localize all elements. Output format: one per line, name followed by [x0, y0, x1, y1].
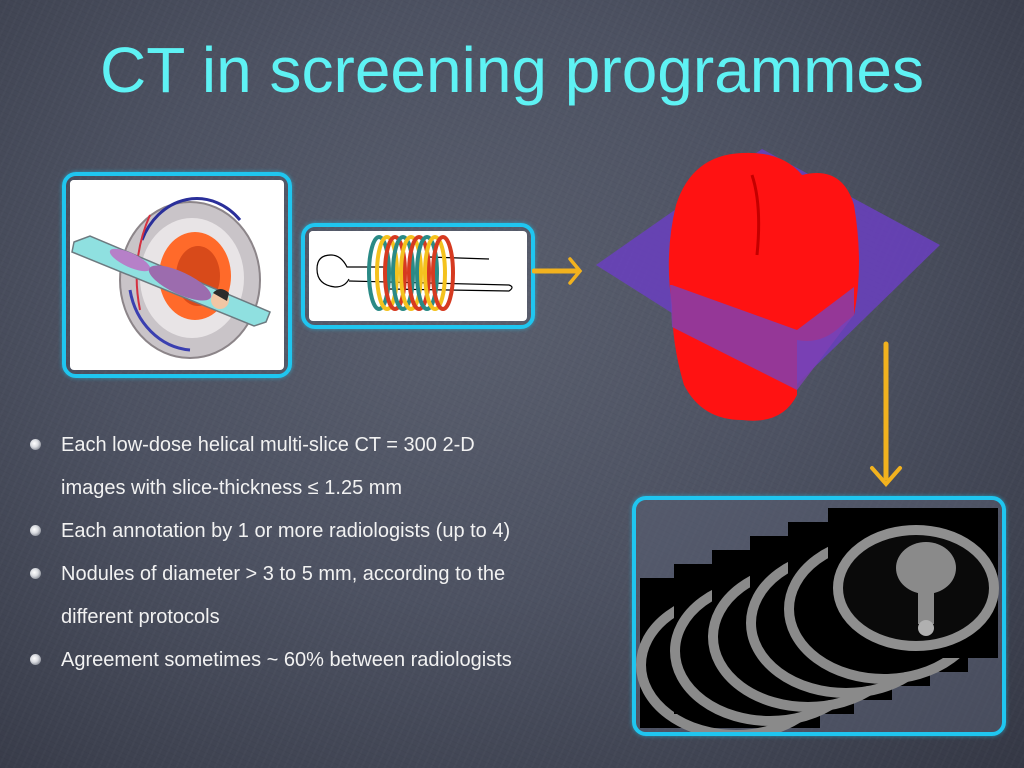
ct-slice-stack-image — [632, 496, 1006, 736]
bullet-item: Each annotation by 1 or more radiologist… — [30, 510, 630, 553]
bullet-text: Agreement sometimes ~ 60% between radiol… — [61, 649, 512, 671]
lung-3d-render-icon — [596, 149, 940, 421]
helical-slices-illustration-icon — [309, 231, 519, 313]
ct-scanner-illustration-icon — [70, 180, 276, 362]
bullet-text: Each low-dose helical multi-slice CT = 3… — [61, 434, 475, 456]
bullet-icon — [30, 525, 41, 536]
bullet-text: Nodules of diameter > 3 to 5 mm, accordi… — [61, 563, 506, 585]
ct-scanner-image — [62, 172, 292, 378]
bullet-text: images with slice-thickness ≤ 1.25 mm — [61, 477, 403, 499]
bullet-icon — [30, 654, 41, 665]
bullet-item: Agreement sometimes ~ 60% between radiol… — [30, 639, 630, 682]
bullet-icon — [30, 568, 41, 579]
bullet-list: Each low-dose helical multi-slice CT = 3… — [30, 424, 630, 682]
bullet-text: different protocols — [61, 606, 220, 628]
ct-slice-stack-icon — [636, 508, 999, 732]
bullet-item: Each low-dose helical multi-slice CT = 3… — [30, 424, 630, 510]
bullet-item: Nodules of diameter > 3 to 5 mm, accordi… — [30, 553, 630, 639]
bullet-text: Each annotation by 1 or more radiologist… — [61, 520, 511, 542]
arrow-down-icon — [870, 341, 902, 488]
bullet-icon — [30, 439, 41, 450]
slide-title: CT in screening programmes — [99, 34, 925, 106]
helical-rings-image — [301, 223, 535, 329]
arrow-right-icon — [532, 257, 583, 285]
